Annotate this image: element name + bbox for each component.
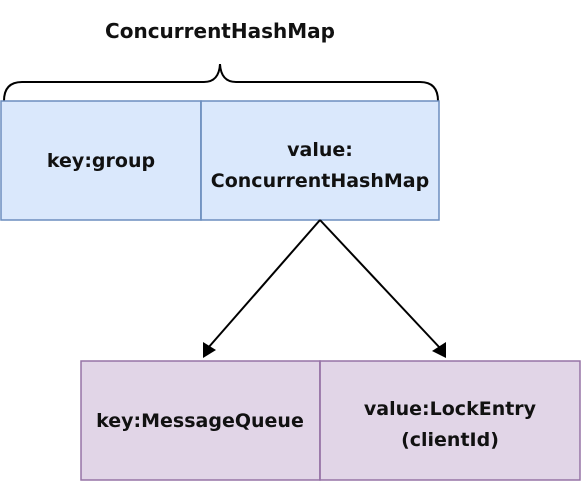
- outer-value-label-line1: value:: [287, 139, 353, 161]
- curly-brace: [3, 63, 439, 102]
- outer-value-cell: [200, 100, 440, 221]
- inner-key-label: key:MessageQueue: [96, 410, 304, 432]
- arrow-left-line: [207, 219, 321, 349]
- inner-value-label-line2: (clientId): [401, 429, 499, 451]
- inner-value-cell: [319, 360, 581, 481]
- outer-key-label: key:group: [47, 150, 155, 172]
- outer-key-cell: [0, 100, 202, 221]
- inner-map-entry: key:MessageQueue value:LockEntry (client…: [80, 360, 581, 481]
- outer-value-label-line2: ConcurrentHashMap: [211, 170, 429, 192]
- inner-value-label-line1: value:LockEntry: [364, 398, 537, 420]
- arrow-right-head: [432, 342, 446, 358]
- arrow-right-line: [319, 219, 441, 349]
- arrows: [203, 219, 446, 358]
- outer-map-entry: key:group value: ConcurrentHashMap: [0, 100, 440, 221]
- inner-key-cell: [80, 360, 321, 481]
- diagram-title: ConcurrentHashMap: [105, 19, 335, 43]
- arrow-left-head: [203, 342, 216, 358]
